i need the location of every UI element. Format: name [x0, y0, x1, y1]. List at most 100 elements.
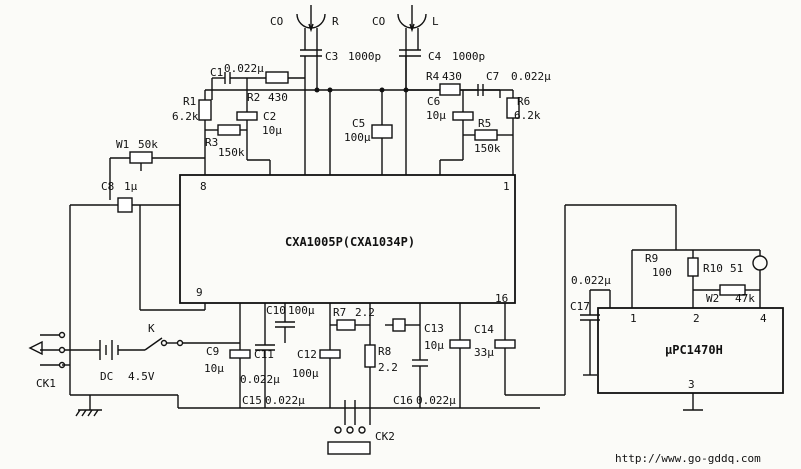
c3-value: 1000p [348, 50, 381, 63]
ic-upc1470h-name: μPC1470H [665, 343, 723, 357]
r3-label: R3 [205, 136, 218, 149]
c2-label: C2 [263, 110, 276, 123]
r6-resistor [506, 97, 520, 119]
c6-label: C6 [427, 95, 440, 108]
w1-value: 50k [138, 138, 158, 151]
ck1-label: CK1 [36, 377, 56, 390]
c17-label: C17 [570, 300, 590, 313]
c16-value: 0.022μ [416, 394, 456, 407]
r2-label: R2 [247, 91, 260, 104]
c15-value: 0.022μ [265, 394, 305, 407]
head-r-channel-label: R [332, 15, 339, 28]
r5-resistor [474, 129, 498, 141]
r8-label: R8 [378, 345, 391, 358]
c14-value: 33μ [474, 346, 494, 359]
c8-label: C8 [101, 180, 114, 193]
c9-capacitor [229, 349, 251, 359]
c6-value: 10μ [426, 109, 446, 122]
ic2-pin1-label: 1 [630, 312, 637, 325]
ic1-pin8-label: 8 [200, 180, 207, 193]
r9-value: 100 [652, 266, 672, 279]
c1-label: C1 [210, 66, 223, 79]
r4-value: 430 [442, 70, 462, 83]
r1-label: R1 [183, 95, 196, 108]
c12-capacitor [319, 349, 341, 359]
dc-label: DC [100, 370, 113, 383]
c9-label: C9 [206, 345, 219, 358]
c13-label: C13 [424, 322, 444, 335]
r8-value: 2.2 [378, 361, 398, 374]
c2-capacitor [236, 111, 258, 121]
ic-upc1470h-body [597, 307, 784, 394]
r1-value: 6.2k [172, 110, 199, 123]
c15-label: C15 [242, 394, 262, 407]
r7-resistor [336, 319, 356, 331]
c4-label: C4 [428, 50, 442, 63]
c4-value: 1000p [452, 50, 485, 63]
r2-resistor [265, 71, 289, 84]
head-l-channel-label: L [432, 15, 439, 28]
r7-label: R7 [333, 306, 346, 319]
c10-label: C10 [266, 304, 286, 317]
w1-label: W1 [116, 138, 129, 151]
w1-potentiometer [129, 151, 153, 164]
ic2-pin2-label: 2 [693, 312, 700, 325]
c7-label: C7 [486, 70, 499, 83]
r10-value: 51 [730, 262, 743, 275]
r5-label: R5 [478, 117, 491, 130]
r5-value: 150k [474, 142, 501, 155]
ic1-pin9-label: 9 [196, 286, 203, 299]
r10-label: R10 [703, 262, 723, 275]
r7-value: 2.2 [355, 306, 375, 319]
ic1-pin16-label: 16 [495, 292, 508, 305]
c11-value: 0.022μ [240, 373, 280, 386]
switch-k-lever [144, 337, 163, 351]
head-right-channel [296, 5, 326, 90]
ic-cxa1005p-body [179, 174, 516, 304]
c12-label: C12 [297, 348, 317, 361]
r6-value: 6.2k [514, 109, 541, 122]
c14-capacitor [449, 339, 471, 349]
r6-label: R6 [517, 95, 530, 108]
c1-value: 0.022μ [224, 62, 264, 75]
c14-label: C14 [474, 323, 494, 336]
c3-label: C3 [325, 50, 338, 63]
c16-label: C16 [393, 394, 413, 407]
c7-value: 0.022μ [511, 70, 551, 83]
r4-resistor [439, 83, 461, 96]
w2-label: W2 [706, 292, 719, 305]
c11-label: C11 [254, 348, 274, 361]
c12-value: 100μ [292, 367, 319, 380]
w2-value: 47k [735, 292, 755, 305]
c9-value: 10μ [204, 362, 224, 375]
head-r-co-label: CO [270, 15, 283, 28]
c8-capacitor [117, 197, 133, 213]
ck2-label: CK2 [375, 430, 395, 443]
c10-value: 100μ [288, 304, 315, 317]
c2-value: 10μ [262, 124, 282, 137]
r3-value: 150k [218, 146, 245, 159]
r4-label: R4 [426, 70, 440, 83]
c5-capacitor [371, 124, 393, 139]
c5-value: 100μ [344, 131, 371, 144]
ck1-jack-icon [28, 340, 43, 356]
ic1-pin1-label: 1 [503, 180, 510, 193]
r8-resistor [364, 344, 376, 368]
r9-label: R9 [645, 252, 658, 265]
head-left-channel [397, 5, 427, 90]
r10-resistor [687, 257, 699, 277]
footer-url: http://www.go-gddq.com [615, 452, 761, 465]
ic2-pin4-label: 4 [760, 312, 767, 325]
meter-icon [752, 255, 768, 271]
ic2-pin3-label: 3 [688, 378, 695, 391]
head-l-co-label: CO [372, 15, 385, 28]
c13-value: 10μ [424, 339, 444, 352]
ic-cxa1005p-name: CXA1005P(CXA1034P) [285, 235, 415, 249]
r1-resistor [198, 99, 212, 121]
dc-value: 4.5V [128, 370, 155, 383]
c6-capacitor [452, 111, 474, 121]
c16-capacitor [494, 339, 516, 349]
c8-value: 1μ [124, 180, 138, 193]
